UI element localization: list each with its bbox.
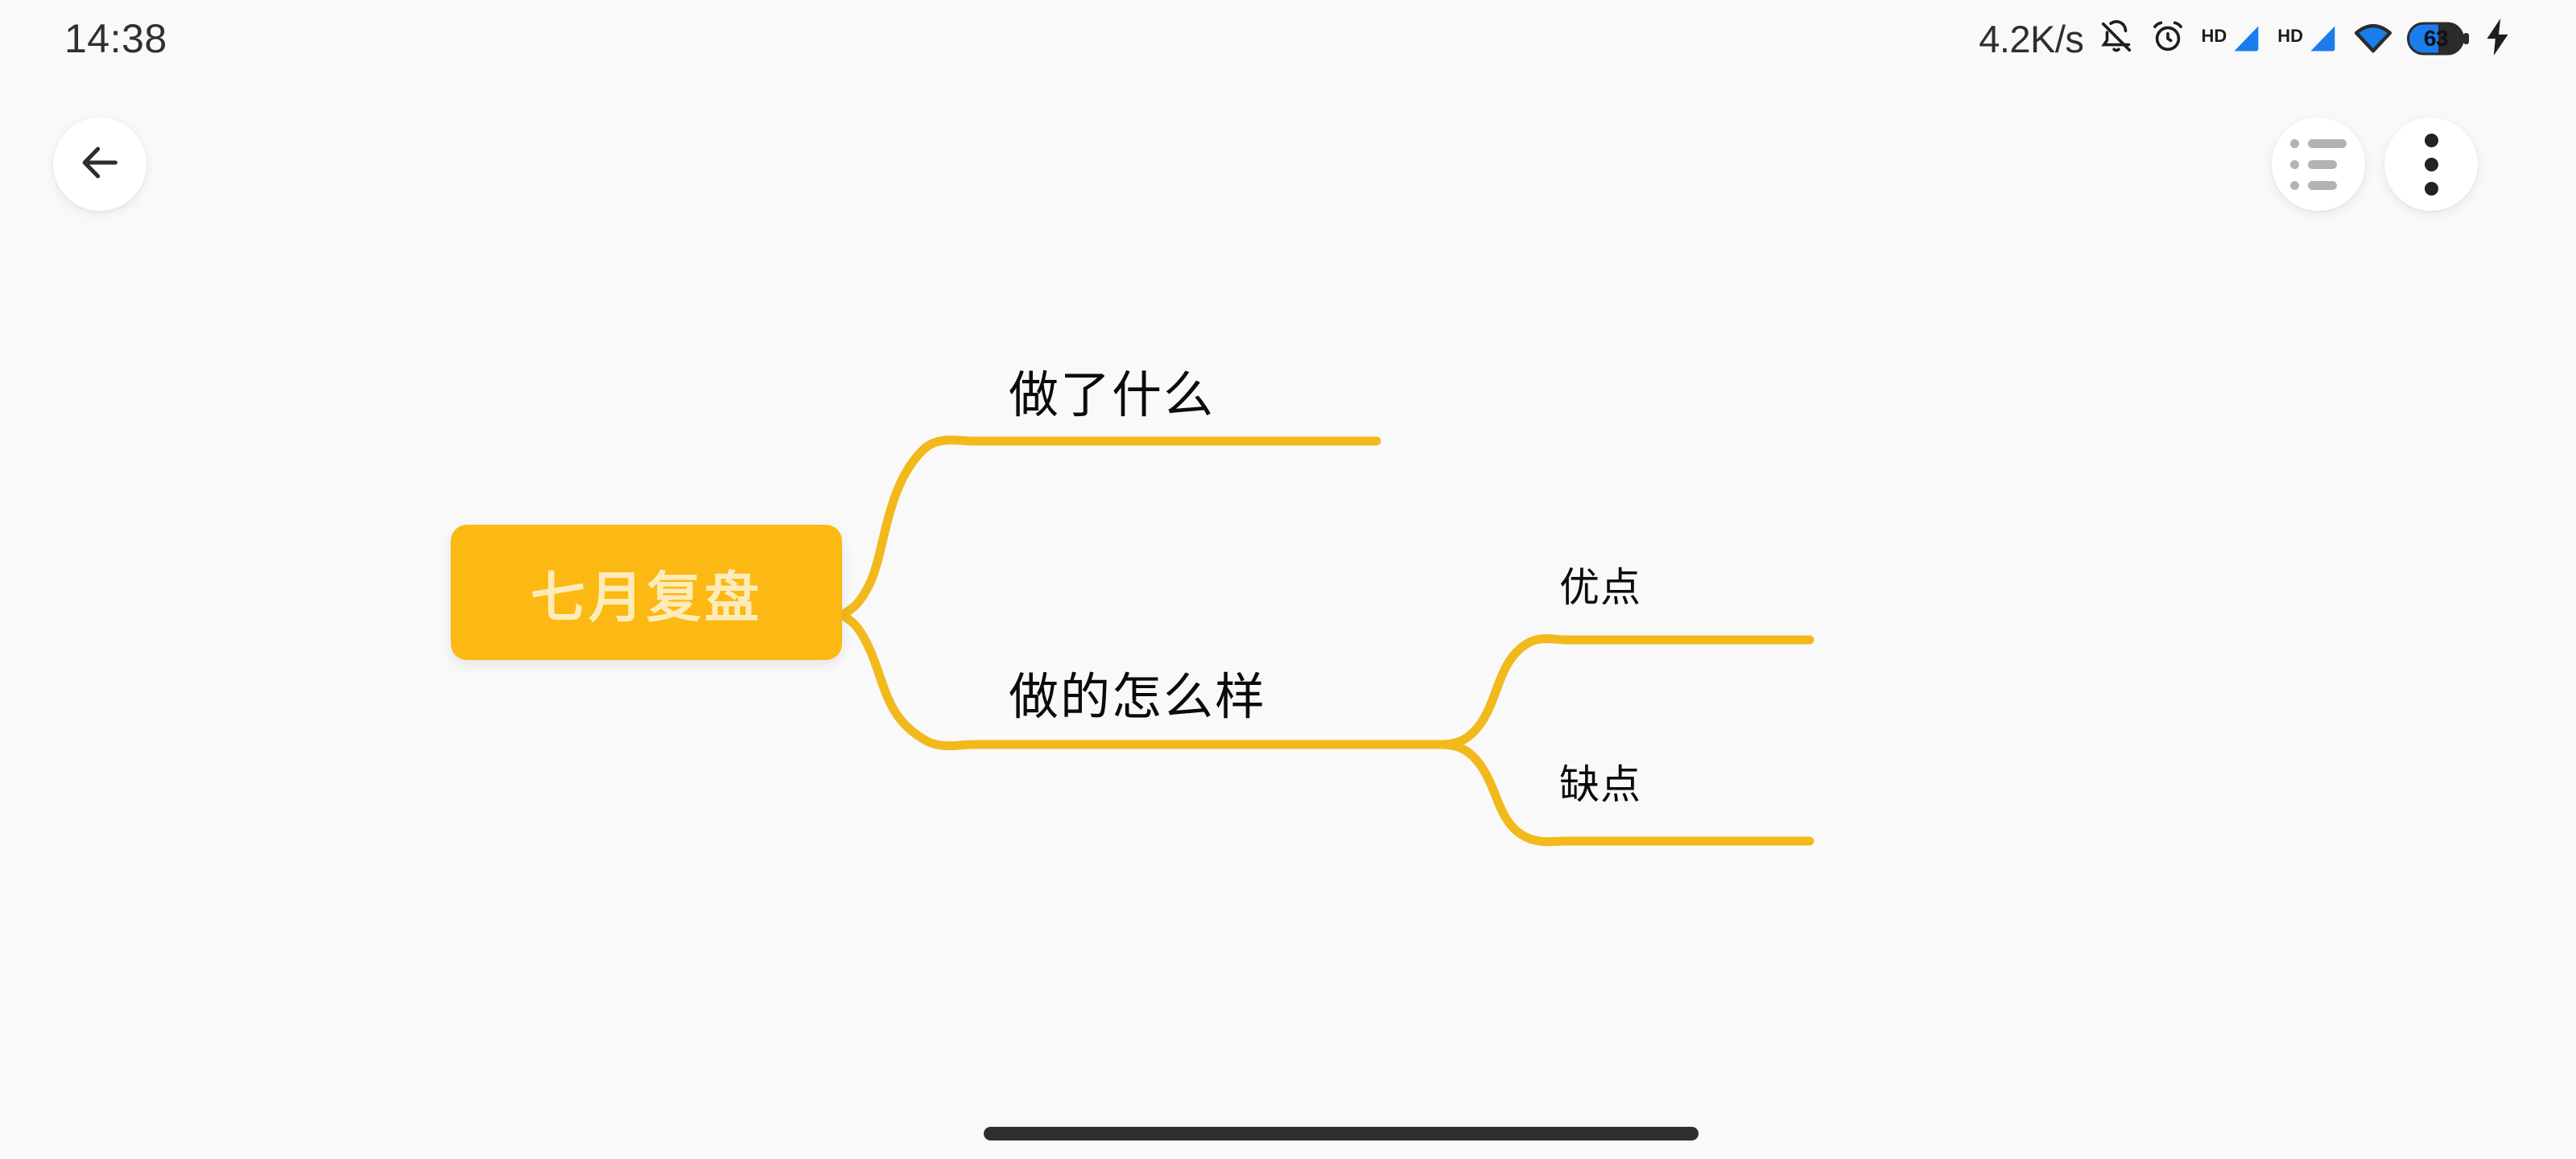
connector-how-well-to-pros: [1436, 634, 1814, 749]
root-node-label: 七月复盘: [530, 567, 762, 629]
back-button[interactable]: [53, 118, 147, 211]
arrow-left-icon: [76, 139, 123, 190]
mindmap-node-how-well[interactable]: 做的怎么样: [1009, 670, 1267, 725]
status-bar-left: 14:38: [64, 15, 167, 62]
more-options-button[interactable]: [2384, 118, 2478, 211]
hd-label-1: HD: [2201, 26, 2227, 46]
connector-how-well-to-cons: [1436, 740, 1814, 847]
outline-list-icon: [2290, 138, 2347, 190]
hd-signal-icon-1: HD: [2201, 23, 2263, 55]
hd-signal-icon-2: HD: [2277, 23, 2339, 55]
more-vertical-icon: [2424, 133, 2438, 196]
network-speed-text: 4.2K/s: [1979, 17, 2084, 60]
wifi-icon: [2354, 21, 2392, 57]
connector-root-to-how-well: [837, 610, 1446, 751]
battery-icon: 63: [2407, 21, 2470, 56]
home-gesture-bar[interactable]: [984, 1127, 1699, 1140]
hd-label-2: HD: [2277, 26, 2303, 46]
battery-percent-text: 63: [2423, 26, 2449, 51]
charging-bolt-icon: [2484, 18, 2512, 60]
status-clock: 14:38: [64, 16, 167, 61]
mute-bell-icon: [2098, 19, 2135, 60]
status-bar-right: 4.2K/s HD: [1979, 17, 2512, 61]
alarm-clock-icon: [2149, 19, 2186, 60]
mindmap-root-node[interactable]: 七月复盘: [451, 525, 842, 660]
mindmap-node-cons[interactable]: 缺点: [1559, 762, 1641, 807]
connector-root-to-did-what: [837, 435, 1381, 620]
status-bar: 14:38 4.2K/s: [0, 0, 2576, 77]
outline-view-button[interactable]: [2272, 118, 2365, 211]
mindmap-node-did-what[interactable]: 做了什么: [1009, 368, 1216, 423]
mindmap-node-pros[interactable]: 优点: [1559, 565, 1641, 610]
